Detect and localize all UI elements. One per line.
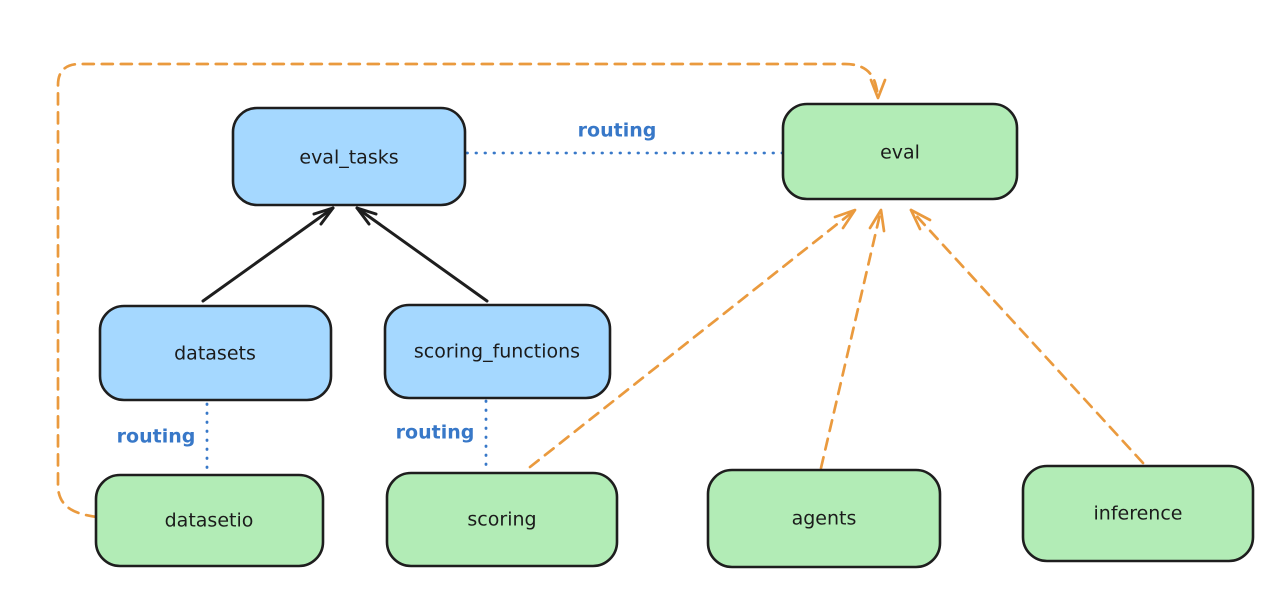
- node-box: [706, 468, 942, 569]
- node-label: agents: [792, 508, 857, 530]
- edge-line: [528, 208, 857, 469]
- edge-agents-to-eval: [819, 208, 886, 470]
- node-datasets: datasets: [98, 304, 333, 402]
- edge-line: [819, 208, 883, 470]
- node-box: [98, 304, 333, 402]
- node-box: [383, 303, 612, 400]
- node-label: scoring_functions: [414, 341, 580, 363]
- node-eval-tasks: eval_tasks: [231, 106, 467, 207]
- routing-label-top: routing: [578, 120, 657, 142]
- node-label: inference: [1094, 503, 1183, 525]
- arrowhead-icon: [312, 206, 335, 226]
- node-box: [385, 471, 619, 568]
- arrowhead-icon: [355, 206, 378, 226]
- arrowhead-icon: [909, 208, 932, 231]
- edge-line: [56, 62, 880, 519]
- node-scoring: scoring: [385, 471, 619, 568]
- arrowhead-icon: [869, 78, 887, 100]
- node-label: scoring: [467, 509, 536, 531]
- edge-line: [201, 206, 335, 303]
- node-eval: eval: [781, 102, 1019, 201]
- routing-label-mid: routing: [396, 422, 475, 444]
- edge-line: [355, 206, 489, 303]
- node-label: datasets: [174, 343, 256, 365]
- node-datasetio: datasetio: [94, 473, 325, 568]
- node-box: [781, 102, 1019, 201]
- edge-line: [909, 208, 1145, 465]
- edge-inference-to-eval: [909, 208, 1145, 465]
- node-label: eval_tasks: [299, 147, 398, 169]
- node-agents: agents: [706, 468, 942, 569]
- edge-scoring-to-eval: [528, 208, 857, 469]
- arrowhead-icon: [868, 208, 886, 233]
- node-box: [94, 473, 325, 568]
- edge-datasets-to-eval-tasks: [201, 206, 335, 303]
- node-box: [231, 106, 467, 207]
- routing-label-left: routing: [117, 426, 196, 448]
- node-scoring-functions: scoring_functions: [383, 303, 612, 400]
- arrowhead-icon: [833, 208, 857, 230]
- edge-scoring-functions-to-eval-tasks: [355, 206, 489, 303]
- node-label: eval: [880, 142, 920, 164]
- edge-datasetio-to-eval: [56, 62, 887, 519]
- node-label: datasetio: [165, 510, 254, 532]
- node-inference: inference: [1021, 464, 1255, 563]
- node-box: [1021, 464, 1255, 563]
